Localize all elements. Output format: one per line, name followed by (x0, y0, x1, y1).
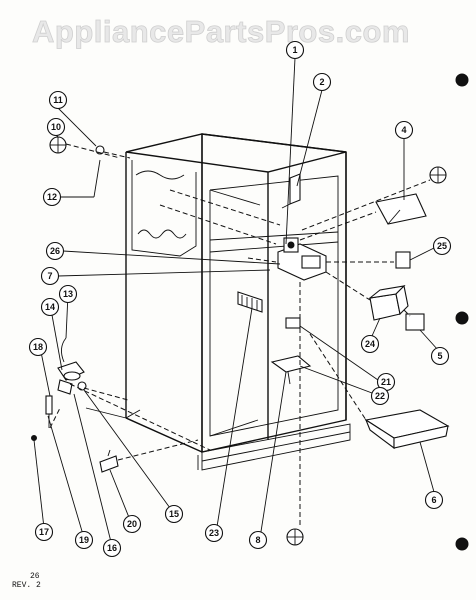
svg-text:13: 13 (63, 289, 73, 299)
svg-text:2: 2 (319, 77, 324, 87)
watermark-text: AppliancePartsPros.com (32, 14, 410, 49)
svg-text:7: 7 (47, 271, 52, 281)
part-drip-tray (364, 409, 450, 450)
explode-lines (49, 143, 431, 528)
part-clip (99, 449, 119, 473)
svg-text:1: 1 (292, 45, 297, 55)
callout-13: 13 (58, 284, 78, 304)
svg-text:24: 24 (365, 339, 375, 349)
callout-24: 24 (360, 334, 380, 354)
svg-text:12: 12 (47, 192, 57, 202)
svg-text:5: 5 (437, 351, 442, 361)
svg-text:19: 19 (79, 535, 89, 545)
svg-text:14: 14 (45, 302, 55, 312)
part-hinge-bracket (285, 317, 301, 329)
svg-text:17: 17 (39, 527, 49, 537)
callout-7: 7 (40, 266, 60, 286)
part-damper-box (368, 284, 409, 321)
callout-21: 21 (376, 372, 396, 392)
svg-text:11: 11 (53, 95, 63, 105)
part-block (405, 313, 425, 331)
callout-2: 2 (312, 72, 332, 92)
refrigerator-cabinet (85, 133, 351, 471)
svg-text:6: 6 (431, 495, 436, 505)
svg-text:4: 4 (401, 125, 406, 135)
callout-22: 22 (370, 386, 390, 406)
callout-26: 26 (45, 241, 65, 261)
callout-18: 18 (28, 337, 48, 357)
part-shelf-support (270, 355, 312, 385)
callout-1: 1 (285, 40, 305, 60)
footer-revision: REV. 2 (12, 581, 41, 590)
callout-12: 12 (42, 187, 62, 207)
part-screw-left (49, 136, 67, 154)
binder-hole-middle (455, 311, 469, 325)
part-air-duct-cover (375, 193, 427, 225)
callout-8: 8 (248, 530, 268, 550)
svg-text:8: 8 (255, 535, 260, 545)
svg-text:26: 26 (50, 246, 60, 256)
binder-hole-bottom (455, 537, 469, 551)
callout-4: 4 (394, 120, 414, 140)
callout-23: 23 (204, 523, 224, 543)
part-door-hinge-assembly (31, 361, 87, 441)
part-thermostat (237, 291, 263, 313)
part-screw-bottom (286, 528, 304, 546)
callout-15: 15 (164, 504, 184, 524)
callout-11: 11 (48, 90, 68, 110)
binder-hole-top (455, 73, 469, 87)
part-temperature-label (395, 251, 411, 269)
callout-25: 25 (432, 236, 452, 256)
callout-5: 5 (430, 346, 450, 366)
footer-page-number: 26 (30, 572, 40, 581)
callout-19: 19 (74, 530, 94, 550)
svg-text:25: 25 (437, 241, 447, 251)
svg-text:21: 21 (381, 377, 391, 387)
callout-16: 16 (102, 538, 122, 558)
svg-text:10: 10 (51, 122, 61, 132)
svg-text:15: 15 (169, 509, 179, 519)
callout-20: 20 (122, 514, 142, 534)
part-bracket (281, 173, 301, 209)
part-screw-top-right (429, 166, 447, 184)
callout-6: 6 (424, 490, 444, 510)
svg-text:20: 20 (127, 519, 137, 529)
callout-17: 17 (34, 522, 54, 542)
svg-text:22: 22 (375, 391, 385, 401)
svg-text:18: 18 (33, 342, 43, 352)
svg-text:16: 16 (107, 543, 117, 553)
part-control-housing (277, 237, 327, 281)
callout-14: 14 (40, 297, 60, 317)
svg-text:23: 23 (209, 528, 219, 538)
callout-10: 10 (46, 117, 66, 137)
